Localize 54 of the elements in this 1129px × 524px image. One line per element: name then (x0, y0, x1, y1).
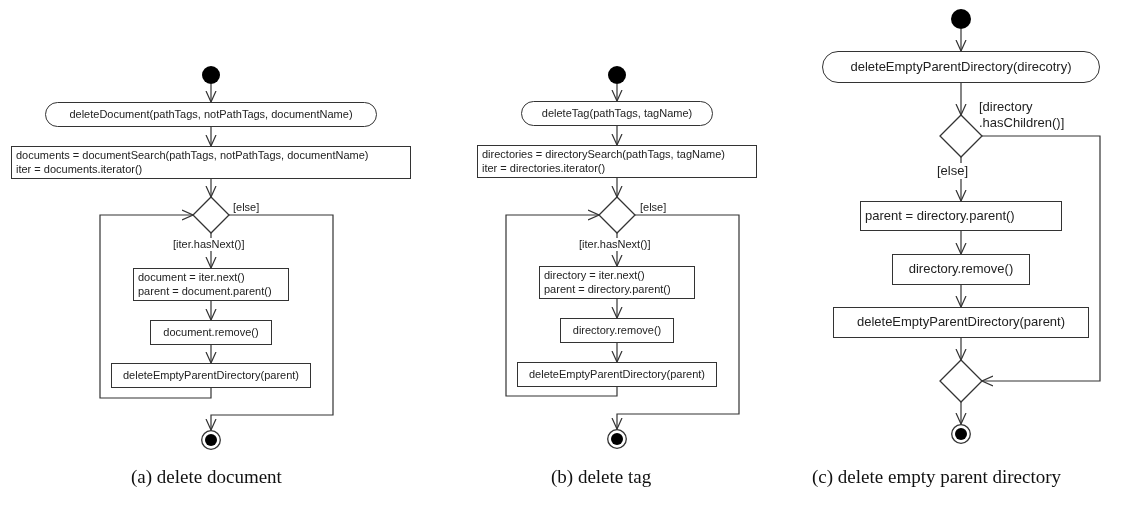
guard-label: [iter.hasNext()] (578, 238, 652, 252)
arrow (611, 177, 623, 198)
start-node (608, 66, 626, 84)
decision-diamond (193, 197, 229, 233)
guard-label: [else] (640, 201, 667, 215)
action-box: parent = directory.parent() (860, 201, 1062, 231)
decision-diamond (940, 360, 982, 402)
figure-caption: (c) delete empty parent directory (812, 466, 1062, 488)
start-node (202, 66, 220, 84)
start-node (951, 9, 971, 29)
activity-node: deleteEmptyParentDirectory(direcotry) (822, 51, 1100, 83)
arrow (611, 83, 623, 102)
arrow (611, 342, 623, 363)
action-box: deleteEmptyParentDirectory(parent) (517, 362, 717, 387)
end-node (201, 430, 221, 450)
arrow (611, 214, 740, 430)
arrow (505, 209, 618, 397)
action-box: document = iter.next() parent = document.parent() (133, 268, 289, 301)
figure-caption: (a) delete document (131, 466, 282, 488)
arrow (611, 125, 623, 146)
arrow (611, 298, 623, 319)
arrow (955, 284, 967, 308)
guard-label: [directory .hasChildren()] (979, 99, 1066, 131)
guard-label: [else] (936, 163, 970, 179)
figure-caption: (b) delete tag (551, 466, 652, 488)
activity-node: deleteDocument(pathTags, notPathTags, documentName) (45, 102, 377, 127)
decision-diamond (599, 197, 635, 233)
arrow (955, 82, 967, 116)
arrow (955, 337, 967, 361)
arrow (981, 135, 1101, 387)
action-box: deleteEmptyParentDirectory(parent) (111, 363, 311, 388)
arrow (955, 401, 967, 425)
guard-label: [iter.hasNext()] (172, 238, 246, 252)
arrow (955, 230, 967, 255)
end-node (607, 429, 627, 449)
arrow (99, 209, 212, 399)
end-node (951, 424, 971, 444)
arrow (205, 126, 217, 147)
action-box: document.remove() (150, 320, 272, 345)
guard-label: [else] (233, 201, 260, 215)
activity-node: deleteTag(pathTags, tagName) (521, 101, 713, 126)
arrow (955, 28, 967, 52)
action-box: directory.remove() (560, 318, 674, 343)
arrow (205, 344, 217, 364)
action-box: deleteEmptyParentDirectory(parent) (833, 307, 1089, 338)
arrow (205, 178, 217, 198)
arrow (205, 300, 217, 321)
action-box: directories = directorySearch(pathTags, tagName) iter = directories.iterator() (477, 145, 757, 178)
arrow (205, 214, 334, 431)
decision-diamond (940, 115, 982, 157)
action-box: directory = iter.next() parent = directory.parent() (539, 266, 695, 299)
action-box: directory.remove() (892, 254, 1030, 285)
arrow (205, 83, 217, 103)
action-box: documents = documentSearch(pathTags, notPathTags, documentName) iter = documents.iterator() (11, 146, 411, 179)
